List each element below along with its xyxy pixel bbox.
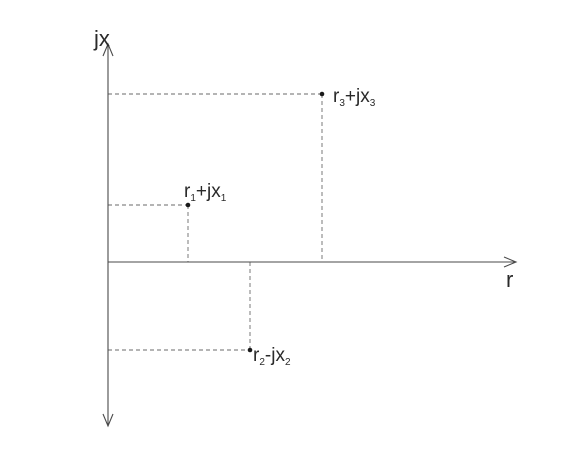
axes xyxy=(102,42,518,428)
p1-r-subscript: 1 xyxy=(190,193,196,204)
guide-lines xyxy=(108,93,323,351)
vertical-axis-top-arrow xyxy=(102,42,114,57)
p3-dot xyxy=(319,91,325,97)
p1-x-subscript: 1 xyxy=(221,193,227,204)
horizontal-axis-arrow xyxy=(503,256,518,268)
p2-r-subscript: 2 xyxy=(259,357,265,368)
p2-operator: - xyxy=(265,345,271,366)
p3-x-subscript: 3 xyxy=(370,98,376,109)
p1-r: r xyxy=(184,181,191,202)
vertical-axis-bottom-arrow xyxy=(102,413,114,428)
p3-label: r3+jx3 xyxy=(333,86,376,109)
p2-dot xyxy=(247,347,253,353)
p3-r: r xyxy=(333,86,340,107)
p3-operator: + xyxy=(345,86,356,107)
p3-r-subscript: 3 xyxy=(339,98,345,109)
p3-jx: jx xyxy=(355,86,370,107)
horizontal-axis-label: r xyxy=(506,267,513,292)
p1-operator: + xyxy=(196,181,207,202)
p2-label: r2-jx2 xyxy=(253,345,291,368)
p2-x-subscript: 2 xyxy=(285,357,291,368)
vertical-axis-label: jx xyxy=(93,26,110,51)
p1-jx: jx xyxy=(206,181,221,202)
p2-jx: jx xyxy=(270,345,285,366)
p1-dot xyxy=(185,202,191,208)
p1-label: r1+jx1 xyxy=(184,181,227,204)
p2-r: r xyxy=(253,345,260,366)
